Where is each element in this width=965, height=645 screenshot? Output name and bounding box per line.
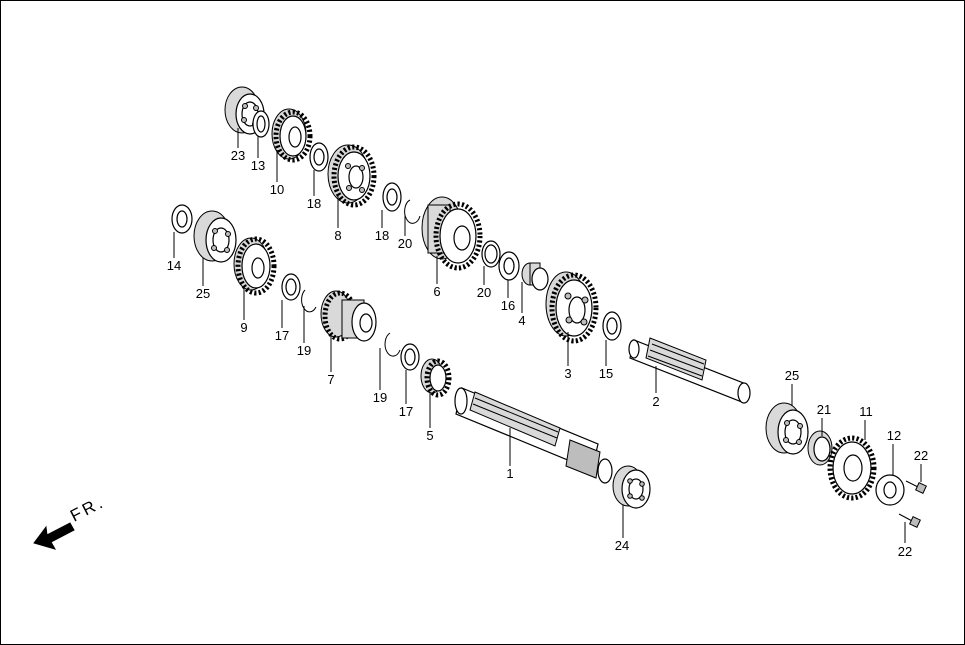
washer-13 bbox=[252, 110, 270, 138]
label-part-20-lower: 20 bbox=[477, 285, 491, 300]
label-part-21: 21 bbox=[817, 402, 831, 417]
label-part-25-right: 25 bbox=[785, 368, 799, 383]
label-part-24: 24 bbox=[615, 538, 629, 553]
label-part-25-left: 25 bbox=[196, 286, 210, 301]
leader-lines bbox=[173, 128, 922, 543]
label-part-17-right: 17 bbox=[399, 404, 413, 419]
label-part-22-lower: 22 bbox=[898, 544, 912, 559]
front-direction-arrow-icon bbox=[33, 522, 75, 550]
bolt-22-upper bbox=[905, 480, 927, 494]
label-part-20-upper: 20 bbox=[398, 236, 412, 251]
washer-17-right bbox=[400, 343, 420, 371]
front-direction-label: FR. bbox=[67, 492, 108, 525]
label-part-23: 23 bbox=[231, 148, 245, 163]
shaft-1 bbox=[454, 387, 613, 484]
bearing-25-left bbox=[193, 210, 237, 263]
circlip-19-right bbox=[384, 332, 401, 357]
label-part-1: 1 bbox=[506, 466, 513, 481]
bearing-25-right bbox=[765, 402, 809, 455]
label-part-10: 10 bbox=[270, 182, 284, 197]
gear-7 bbox=[320, 290, 377, 342]
shaft-2 bbox=[628, 337, 751, 404]
label-part-3: 3 bbox=[564, 366, 571, 381]
label-part-15: 15 bbox=[599, 366, 613, 381]
circlip-20-upper bbox=[404, 199, 421, 224]
washer-17-left bbox=[281, 273, 301, 301]
label-part-19-right: 19 bbox=[373, 390, 387, 405]
gear-9 bbox=[233, 236, 277, 296]
washer-18-mid bbox=[382, 182, 402, 212]
gear-8 bbox=[327, 144, 377, 208]
circlip-20-lower bbox=[481, 240, 501, 268]
gear-10 bbox=[271, 108, 313, 163]
sprocket-11 bbox=[827, 435, 877, 501]
label-part-19-left: 19 bbox=[297, 343, 311, 358]
gear-5 bbox=[420, 358, 452, 398]
label-part-14: 14 bbox=[167, 258, 181, 273]
bolt-22-lower bbox=[898, 513, 921, 528]
label-part-9: 9 bbox=[240, 320, 247, 335]
washer-14 bbox=[171, 204, 193, 234]
label-part-2: 2 bbox=[652, 394, 659, 409]
gear-6 bbox=[421, 196, 483, 271]
label-part-7: 7 bbox=[327, 372, 334, 387]
label-part-6: 6 bbox=[433, 284, 440, 299]
washer-18-upper bbox=[309, 142, 329, 172]
label-part-18-mid: 18 bbox=[375, 228, 389, 243]
bearing-24 bbox=[612, 465, 651, 509]
label-part-16: 16 bbox=[501, 298, 515, 313]
label-part-17-left: 17 bbox=[275, 328, 289, 343]
label-part-5: 5 bbox=[426, 428, 433, 443]
gear-3 bbox=[545, 271, 599, 344]
label-part-22-upper: 22 bbox=[914, 448, 928, 463]
label-part-13: 13 bbox=[251, 158, 265, 173]
oil-seal-21 bbox=[807, 430, 833, 466]
fixing-plate-12 bbox=[875, 474, 905, 506]
label-part-8: 8 bbox=[334, 228, 341, 243]
washer-16 bbox=[498, 251, 520, 281]
label-part-4: 4 bbox=[518, 313, 525, 328]
label-part-12: 12 bbox=[887, 428, 901, 443]
label-part-18-upper: 18 bbox=[307, 196, 321, 211]
bushing-4 bbox=[521, 262, 549, 291]
washer-15 bbox=[602, 311, 622, 341]
label-part-11: 11 bbox=[859, 404, 873, 419]
